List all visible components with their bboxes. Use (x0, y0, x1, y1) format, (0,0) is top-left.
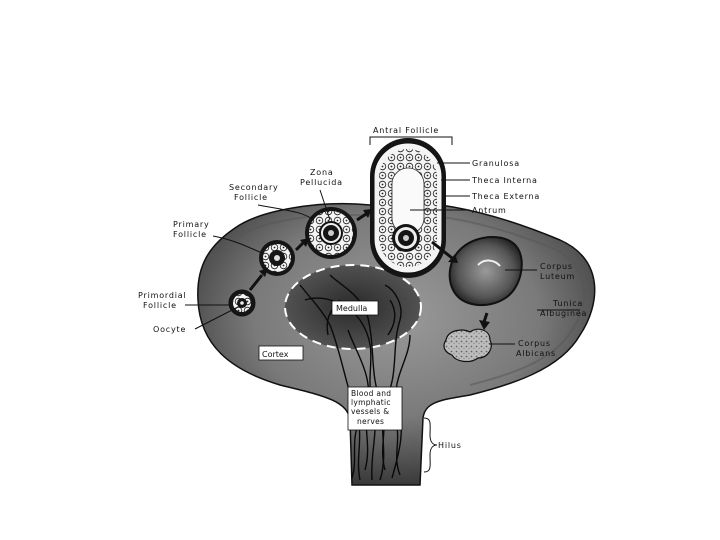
blood-vessels-label-1: Blood and (351, 389, 391, 398)
antrum-label: Antrum (472, 206, 507, 215)
primordial-follicle-label-1: Primordial (138, 291, 186, 300)
tunica-albuginea-label-1: Tunica (552, 299, 583, 308)
antral-follicle-label: Antral Follicle (373, 126, 439, 135)
cortex-label-box (258, 345, 304, 361)
hilus-label: Hilus (438, 441, 462, 450)
antral-follicle (370, 138, 446, 278)
tunica-albuginea-label-2: Albuginea (540, 309, 587, 318)
primary-follicle-label-1: Primary (173, 220, 210, 229)
antral-bracket (369, 136, 453, 145)
corpus-albicans-label-1: Corpus (518, 339, 551, 348)
blood-vessels-label-3: vessels & (351, 407, 389, 416)
medulla-label: Medulla (336, 304, 367, 313)
secondary-follicle-label-2: Follicle (234, 193, 268, 202)
primordial-follicle (228, 289, 256, 317)
blood-vessels-label-4: nerves (357, 417, 384, 426)
granulosa-label: Granulosa (472, 159, 520, 168)
theca-externa-label: Theca Externa (471, 192, 540, 201)
zona-pellucida-label-1: Zona (310, 168, 334, 177)
corpus-luteum-label-2: Luteum (540, 272, 575, 281)
blood-vessels-label-box (347, 386, 403, 431)
theca-interna-label: Theca Interna (471, 176, 538, 185)
secondary-follicle (305, 207, 357, 259)
oocyte-label: Oocyte (153, 325, 186, 334)
corpus-luteum (448, 236, 523, 307)
blood-vessels-label-2: lymphatic (351, 398, 391, 407)
zona-pellucida-label-2: Pellucida (300, 178, 343, 187)
secondary-follicle-label-1: Secondary (229, 183, 279, 192)
primordial-follicle-label-2: Follicle (143, 301, 177, 310)
corpus-albicans-label-2: Albicans (516, 349, 556, 358)
corpus-albicans (443, 328, 492, 363)
medulla-label-box (331, 300, 379, 316)
primary-follicle-label-2: Follicle (173, 230, 207, 239)
primary-follicle (259, 240, 295, 276)
hilus-bracket (423, 417, 438, 473)
progression-arrows (248, 209, 490, 330)
cortex-label: Cortex (262, 350, 289, 359)
corpus-luteum-label-1: Corpus (540, 262, 573, 271)
